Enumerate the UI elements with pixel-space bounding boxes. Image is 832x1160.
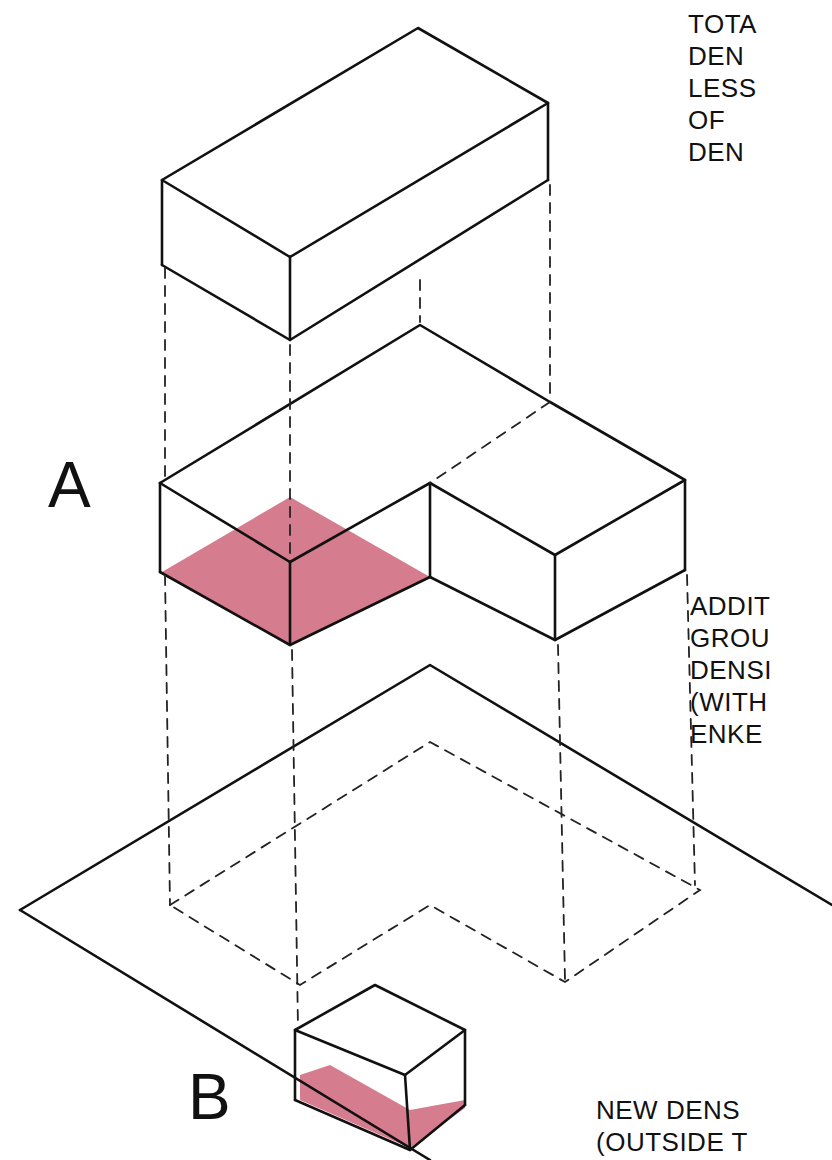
shaded-footprint xyxy=(300,1065,465,1148)
part-letter: B xyxy=(188,1062,248,1132)
box-top-face xyxy=(295,985,465,1075)
note-text: TOTA DEN LESS OF DEN xyxy=(688,8,778,168)
note-text: ADDIT GROU DENSI (WITH ENKE xyxy=(690,590,780,750)
part-letter: A xyxy=(48,450,108,520)
note-text: NEW DENS (OUTSIDE T xyxy=(596,1094,761,1158)
box-top-face xyxy=(162,28,548,257)
shaded-footprint xyxy=(162,497,430,645)
